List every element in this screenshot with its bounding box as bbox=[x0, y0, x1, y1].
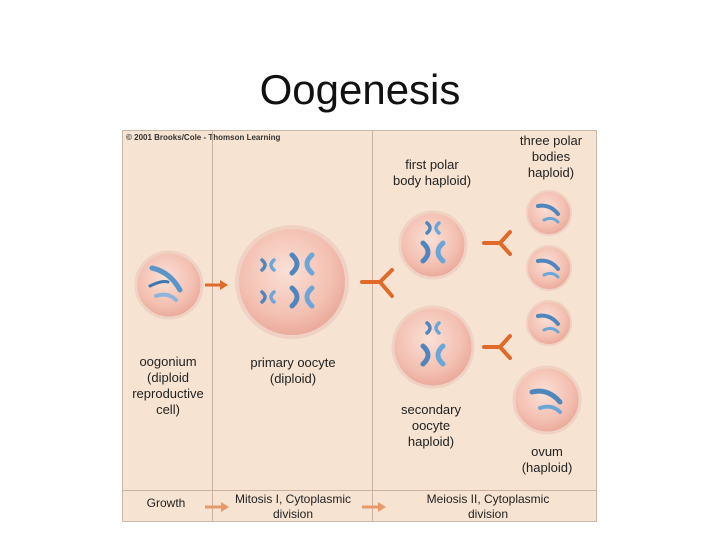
divider-stages bbox=[123, 490, 596, 491]
arrow-polar-split bbox=[482, 230, 512, 256]
stage-mitosis-label: Mitosis I, Cytoplasmic division bbox=[234, 492, 352, 521]
diagram-panel bbox=[122, 130, 597, 522]
divider-growth bbox=[212, 131, 213, 521]
polar-body-2 bbox=[526, 245, 572, 291]
secondary-oocyte-label: secondary oocyte haploid) bbox=[401, 402, 461, 449]
primary-oocyte-label: primary oocyte (diploid) bbox=[250, 355, 336, 386]
three-polar-bodies-label: three polar bodies haploid) bbox=[519, 133, 583, 180]
primary-oocyte-cell bbox=[235, 225, 349, 339]
stage-meiosis-label: Meiosis II, Cytoplasmic division bbox=[426, 492, 550, 521]
stage-arrow-1 bbox=[205, 502, 229, 512]
oogonium-cell bbox=[134, 250, 204, 320]
first-polar-body-label: first polar body haploid) bbox=[392, 157, 472, 188]
arrow-meiosis-one bbox=[360, 268, 394, 298]
stage-growth-label: Growth bbox=[146, 496, 186, 510]
oogonium-label: oogonium (diploid reproductive cell) bbox=[132, 354, 204, 417]
copyright-text: © 2001 Brooks/Cole - Thomson Learning bbox=[126, 133, 281, 142]
arrow-oocyte-split bbox=[482, 334, 512, 360]
polar-body-1 bbox=[526, 190, 572, 236]
secondary-oocyte-cell bbox=[391, 305, 475, 389]
polar-body-3 bbox=[526, 300, 572, 346]
divider-mitosis bbox=[372, 131, 373, 521]
stage-arrow-2 bbox=[362, 502, 386, 512]
ovum-cell bbox=[512, 365, 582, 435]
ovum-label: ovum (haploid) bbox=[521, 444, 573, 475]
first-polar-body-cell bbox=[398, 210, 468, 280]
arrow-growth bbox=[205, 280, 228, 290]
page-title: Oogenesis bbox=[259, 66, 461, 113]
